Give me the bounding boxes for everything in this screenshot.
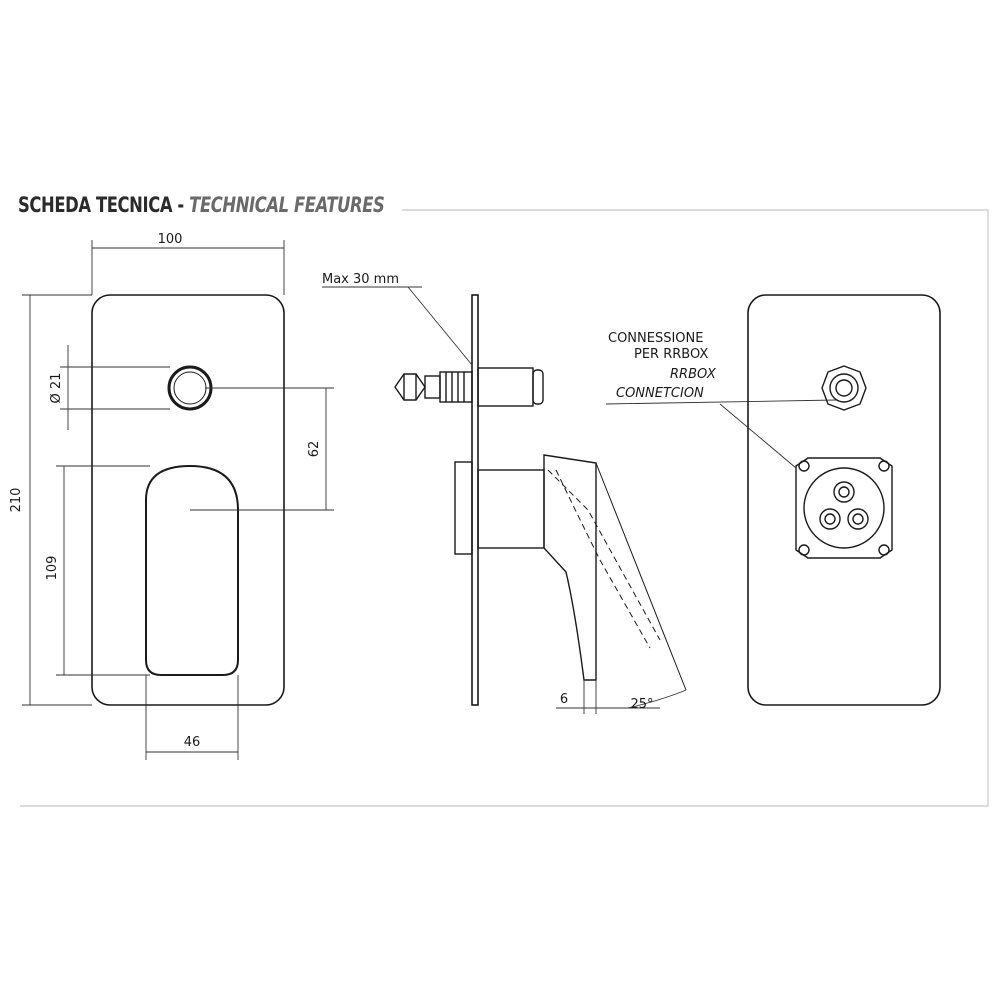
angle-label: 25° (630, 697, 653, 712)
connection-label-it-2: PER RRBOX (634, 347, 708, 362)
heading-english: TECHNICAL FEATURES (189, 193, 385, 217)
dim-height-label: 210 (9, 488, 24, 513)
connection-label-it-1: CONNESSIONE (608, 331, 703, 346)
dim-knob-lever-label: 62 (307, 441, 322, 458)
rear-leaders (605, 399, 837, 469)
wall-plate-profile (471, 294, 479, 706)
diverter-spindle (394, 367, 544, 407)
drawing-frame (20, 209, 989, 807)
connection-label-en-1: RRBOX (670, 367, 717, 382)
side-view (394, 294, 687, 706)
dim-knob-diameter-label: Ø 21 (49, 373, 64, 404)
rear-diverter-fitting (821, 365, 867, 411)
max-wall-label: Max 30 mm (322, 272, 399, 287)
dim-width-label: 100 (158, 232, 183, 247)
connection-label-en-2: CONNETCION (616, 386, 704, 401)
section-heading: SCHEDA TECNICA - TECHNICAL FEATURES (18, 193, 385, 217)
dim-lever-height-label: 109 (45, 556, 60, 581)
front-view (91, 294, 285, 706)
heading-separator: - (177, 193, 184, 217)
mixer-body-profile (454, 454, 687, 691)
front-dimensions (22, 240, 334, 760)
side-dimensions (322, 286, 687, 714)
rear-plate (747, 294, 941, 706)
rear-view (747, 294, 941, 706)
lever-handle (145, 464, 239, 676)
heading-italian: SCHEDA TECNICA (18, 193, 173, 217)
rrbox-cartridge (795, 457, 893, 559)
front-plate (91, 294, 285, 706)
offset-label: 6 (560, 692, 568, 707)
diverter-knob (167, 365, 213, 411)
dim-lever-width-label: 46 (184, 735, 201, 750)
